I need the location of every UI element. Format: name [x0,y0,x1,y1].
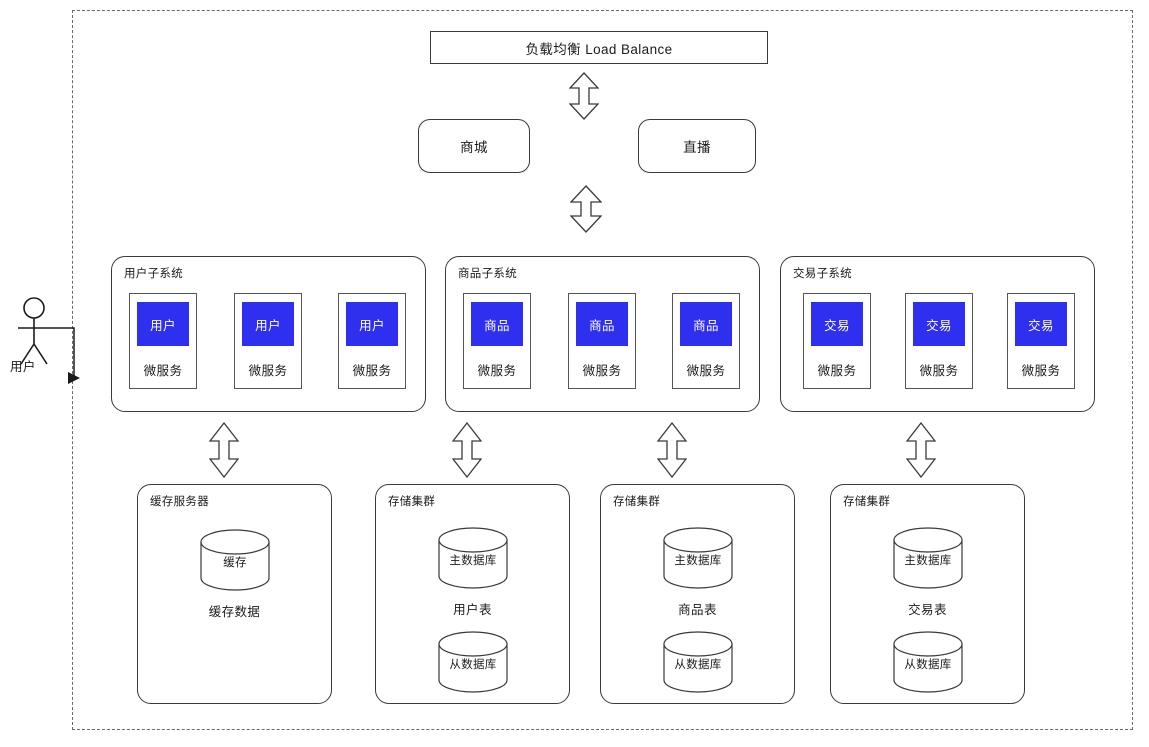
microservice-head-user-3: 用户 [346,302,398,346]
microservice-card-trade-1[interactable]: 交易 微服务 [803,293,871,389]
microservice-card-product-3[interactable]: 商品 微服务 [672,293,740,389]
storage-title-user-cluster: 存储集群 [388,496,436,508]
arrow-product-subsystem-user-storage [452,422,482,478]
storage-user-cluster[interactable]: 存储集群 主数据库 用户表 从数据库 [375,484,570,704]
microservice-head-product-2: 商品 [576,302,628,346]
app-box-mall[interactable]: 商城 [418,119,530,173]
microservice-card-product-2[interactable]: 商品 微服务 [568,293,636,389]
load-balance-label: 负载均衡 Load Balance [525,41,673,57]
storage-caption-cache: 缓存数据 [208,605,261,619]
microservice-card-trade-2[interactable]: 交易 微服务 [905,293,973,389]
actor-stick-figure-icon [12,296,64,376]
app-label-live: 直播 [683,140,711,155]
arrow-loadbalance-apps [569,72,599,120]
microservice-head-trade-1: 交易 [811,302,863,346]
subsystem-title-trade: 交易子系统 [793,268,852,280]
storage-cache-server[interactable]: 缓存服务器 缓存 缓存数据 [137,484,332,704]
microservice-label-product-1: 微服务 [477,364,517,378]
microservice-head-product-1: 商品 [471,302,523,346]
microservice-label-trade-1: 微服务 [817,364,857,378]
app-label-mall: 商城 [460,140,488,155]
microservice-head-user-1: 用户 [137,302,189,346]
microservice-label-trade-3: 微服务 [1021,364,1061,378]
cylinder-user-primary-db: 主数据库 [438,527,508,589]
subsystem-trade[interactable]: 交易子系统 交易 微服务 交易 微服务 交易 微服务 [780,256,1095,412]
actor-connector-arrow [36,300,86,391]
microservice-head-trade-3: 交易 [1015,302,1067,346]
subsystem-title-product: 商品子系统 [458,268,517,280]
microservice-label-product-2: 微服务 [582,364,622,378]
cylinder-user-replica-db: 从数据库 [438,631,508,693]
subsystem-title-user: 用户子系统 [124,268,183,280]
storage-caption-trade-table: 交易表 [908,603,947,617]
load-balance-box[interactable]: 负载均衡 Load Balance [430,31,768,64]
microservice-card-user-1[interactable]: 用户 微服务 [129,293,197,389]
storage-caption-product-table: 商品表 [678,603,717,617]
system-boundary [72,10,1133,730]
storage-caption-user-table: 用户表 [453,603,492,617]
microservice-card-trade-3[interactable]: 交易 微服务 [1007,293,1075,389]
microservice-head-product-3: 商品 [680,302,732,346]
storage-product-cluster[interactable]: 存储集群 主数据库 商品表 从数据库 [600,484,795,704]
arrow-product-subsystem-product-storage [657,422,687,478]
microservice-label-user-2: 微服务 [248,364,288,378]
microservice-label-product-3: 微服务 [686,364,726,378]
subsystem-user[interactable]: 用户子系统 用户 微服务 用户 微服务 用户 微服务 [111,256,426,412]
cylinder-product-primary-db: 主数据库 [663,527,733,589]
arrow-apps-subsystems [570,185,602,233]
microservice-card-user-3[interactable]: 用户 微服务 [338,293,406,389]
arrow-user-subsystem-cache [209,422,239,478]
subsystem-product[interactable]: 商品子系统 商品 微服务 商品 微服务 商品 微服务 [445,256,760,412]
arrow-trade-subsystem-trade-storage [906,422,936,478]
cylinder-trade-primary-db: 主数据库 [893,527,963,589]
microservice-card-user-2[interactable]: 用户 微服务 [234,293,302,389]
actor-label: 用户 [10,360,36,374]
microservice-card-product-1[interactable]: 商品 微服务 [463,293,531,389]
microservice-head-trade-2: 交易 [913,302,965,346]
storage-title-trade-cluster: 存储集群 [843,496,891,508]
app-box-live[interactable]: 直播 [638,119,756,173]
microservice-head-user-2: 用户 [242,302,294,346]
cylinder-product-replica-db: 从数据库 [663,631,733,693]
microservice-label-user-1: 微服务 [143,364,183,378]
cylinder-cache: 缓存 [200,529,270,591]
storage-title-product-cluster: 存储集群 [613,496,661,508]
microservice-label-trade-2: 微服务 [919,364,959,378]
cylinder-trade-replica-db: 从数据库 [893,631,963,693]
storage-trade-cluster[interactable]: 存储集群 主数据库 交易表 从数据库 [830,484,1025,704]
microservice-label-user-3: 微服务 [352,364,392,378]
storage-title-cache-server: 缓存服务器 [150,496,209,508]
